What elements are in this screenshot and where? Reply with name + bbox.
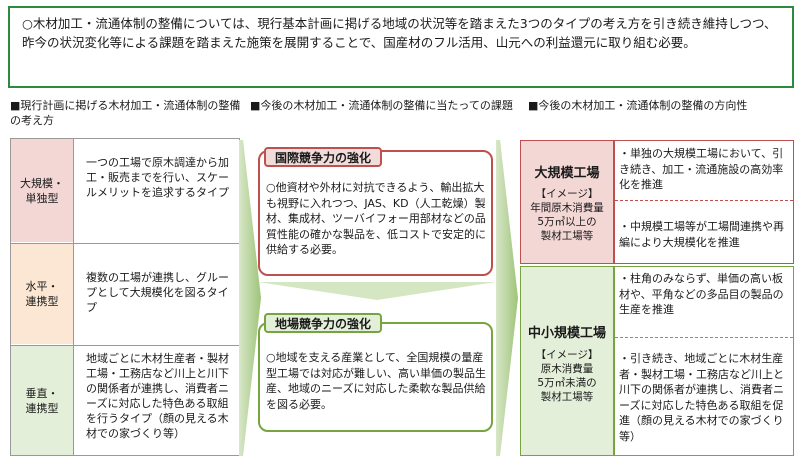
challenge-local-title: 地場競争力の強化	[264, 313, 382, 333]
type-label-large: 大規模・ 単独型	[11, 139, 73, 242]
direction-large-image-note: 【イメージ】 年間原木消費量 5万㎥以上の 製材工場等	[530, 188, 604, 242]
challenge-local-box	[258, 322, 493, 432]
header-direction: ■今後の木材加工・流通体制の整備の方向性	[528, 99, 748, 112]
direction-large-bullet-2: ・中規模工場等が工場間連携や再編により大規模化を推進	[619, 220, 784, 249]
direction-small-bullet-1: ・柱角のみならず、単価の高い板材や、平角などの多品目の製品の生産を推進	[619, 272, 784, 316]
challenge-international-box	[258, 150, 493, 276]
direction-large-title: 大規模工場	[534, 166, 600, 181]
bullet-divider	[615, 200, 793, 201]
direction-small-image-note: 【イメージ】 原木消費量 5万㎥未満の 製材工場等	[535, 349, 599, 403]
challenge-international-title: 国際競争力の強化	[264, 147, 382, 167]
intro-box: ○木材加工・流通体制の整備については、現行基本計画に掲げる地域の状況等を踏まえた…	[8, 6, 794, 88]
right-arrow-icon	[496, 140, 518, 456]
type-desc-horizontal: 複数の工場が連携し、グループとして大規模化を図るタイプ	[86, 271, 229, 314]
intro-text: ○木材加工・流通体制の整備については、現行基本計画に掲げる地域の状況等を踏まえた…	[22, 16, 777, 50]
type-desc-vertical: 地域ごとに木材生産者・製材工場・工務店など川上と川下の関係者が連携し、消費者ニー…	[86, 352, 229, 440]
challenge-international-text: ○他資材や外材に対抗できるよう、輸出拡大も視野に入れつつ、JAS、KD（人工乾燥…	[266, 181, 486, 256]
table-divider	[11, 243, 239, 244]
direction-large-bullet-1: ・単独の大規模工場において、引き続き、加工・流通施設の高効率化を推進	[619, 147, 784, 191]
direction-large-label-cell	[520, 140, 614, 264]
down-arrow-icon	[258, 282, 496, 300]
direction-small-label-cell	[520, 266, 614, 456]
type-desc-large: 一つの工場で原木調達から加工・販売までを行い、スケールメリットを追求するタイプ	[86, 156, 229, 199]
direction-small-title: 中小規模工場	[527, 326, 606, 341]
header-challenges: ■今後の木材加工・流通体制の整備に当たっての課題	[250, 99, 513, 112]
table-column-divider	[73, 139, 74, 455]
table-divider	[11, 345, 239, 346]
right-arrow-icon	[239, 140, 261, 456]
header-current-plan: ■現行計画に掲げる木材加工・流通体制の整備の考え方	[10, 99, 241, 127]
type-label-horizontal: 水平・ 連携型	[11, 244, 73, 344]
direction-small-bullet-2: ・引き続き、地域ごとに木材生産者・製材工場・工務店など川上と川下の関係者が連携し…	[619, 352, 784, 443]
type-label-vertical: 垂直・ 連携型	[11, 346, 73, 455]
challenge-local-text: ○地域を支える産業として、全国規模の量産型工場では対応が難しい、高い単価の製品生…	[266, 351, 486, 411]
direction-small-bullets-cell	[614, 266, 794, 456]
bullet-divider	[615, 337, 793, 338]
direction-large-bullets-cell	[614, 140, 794, 264]
